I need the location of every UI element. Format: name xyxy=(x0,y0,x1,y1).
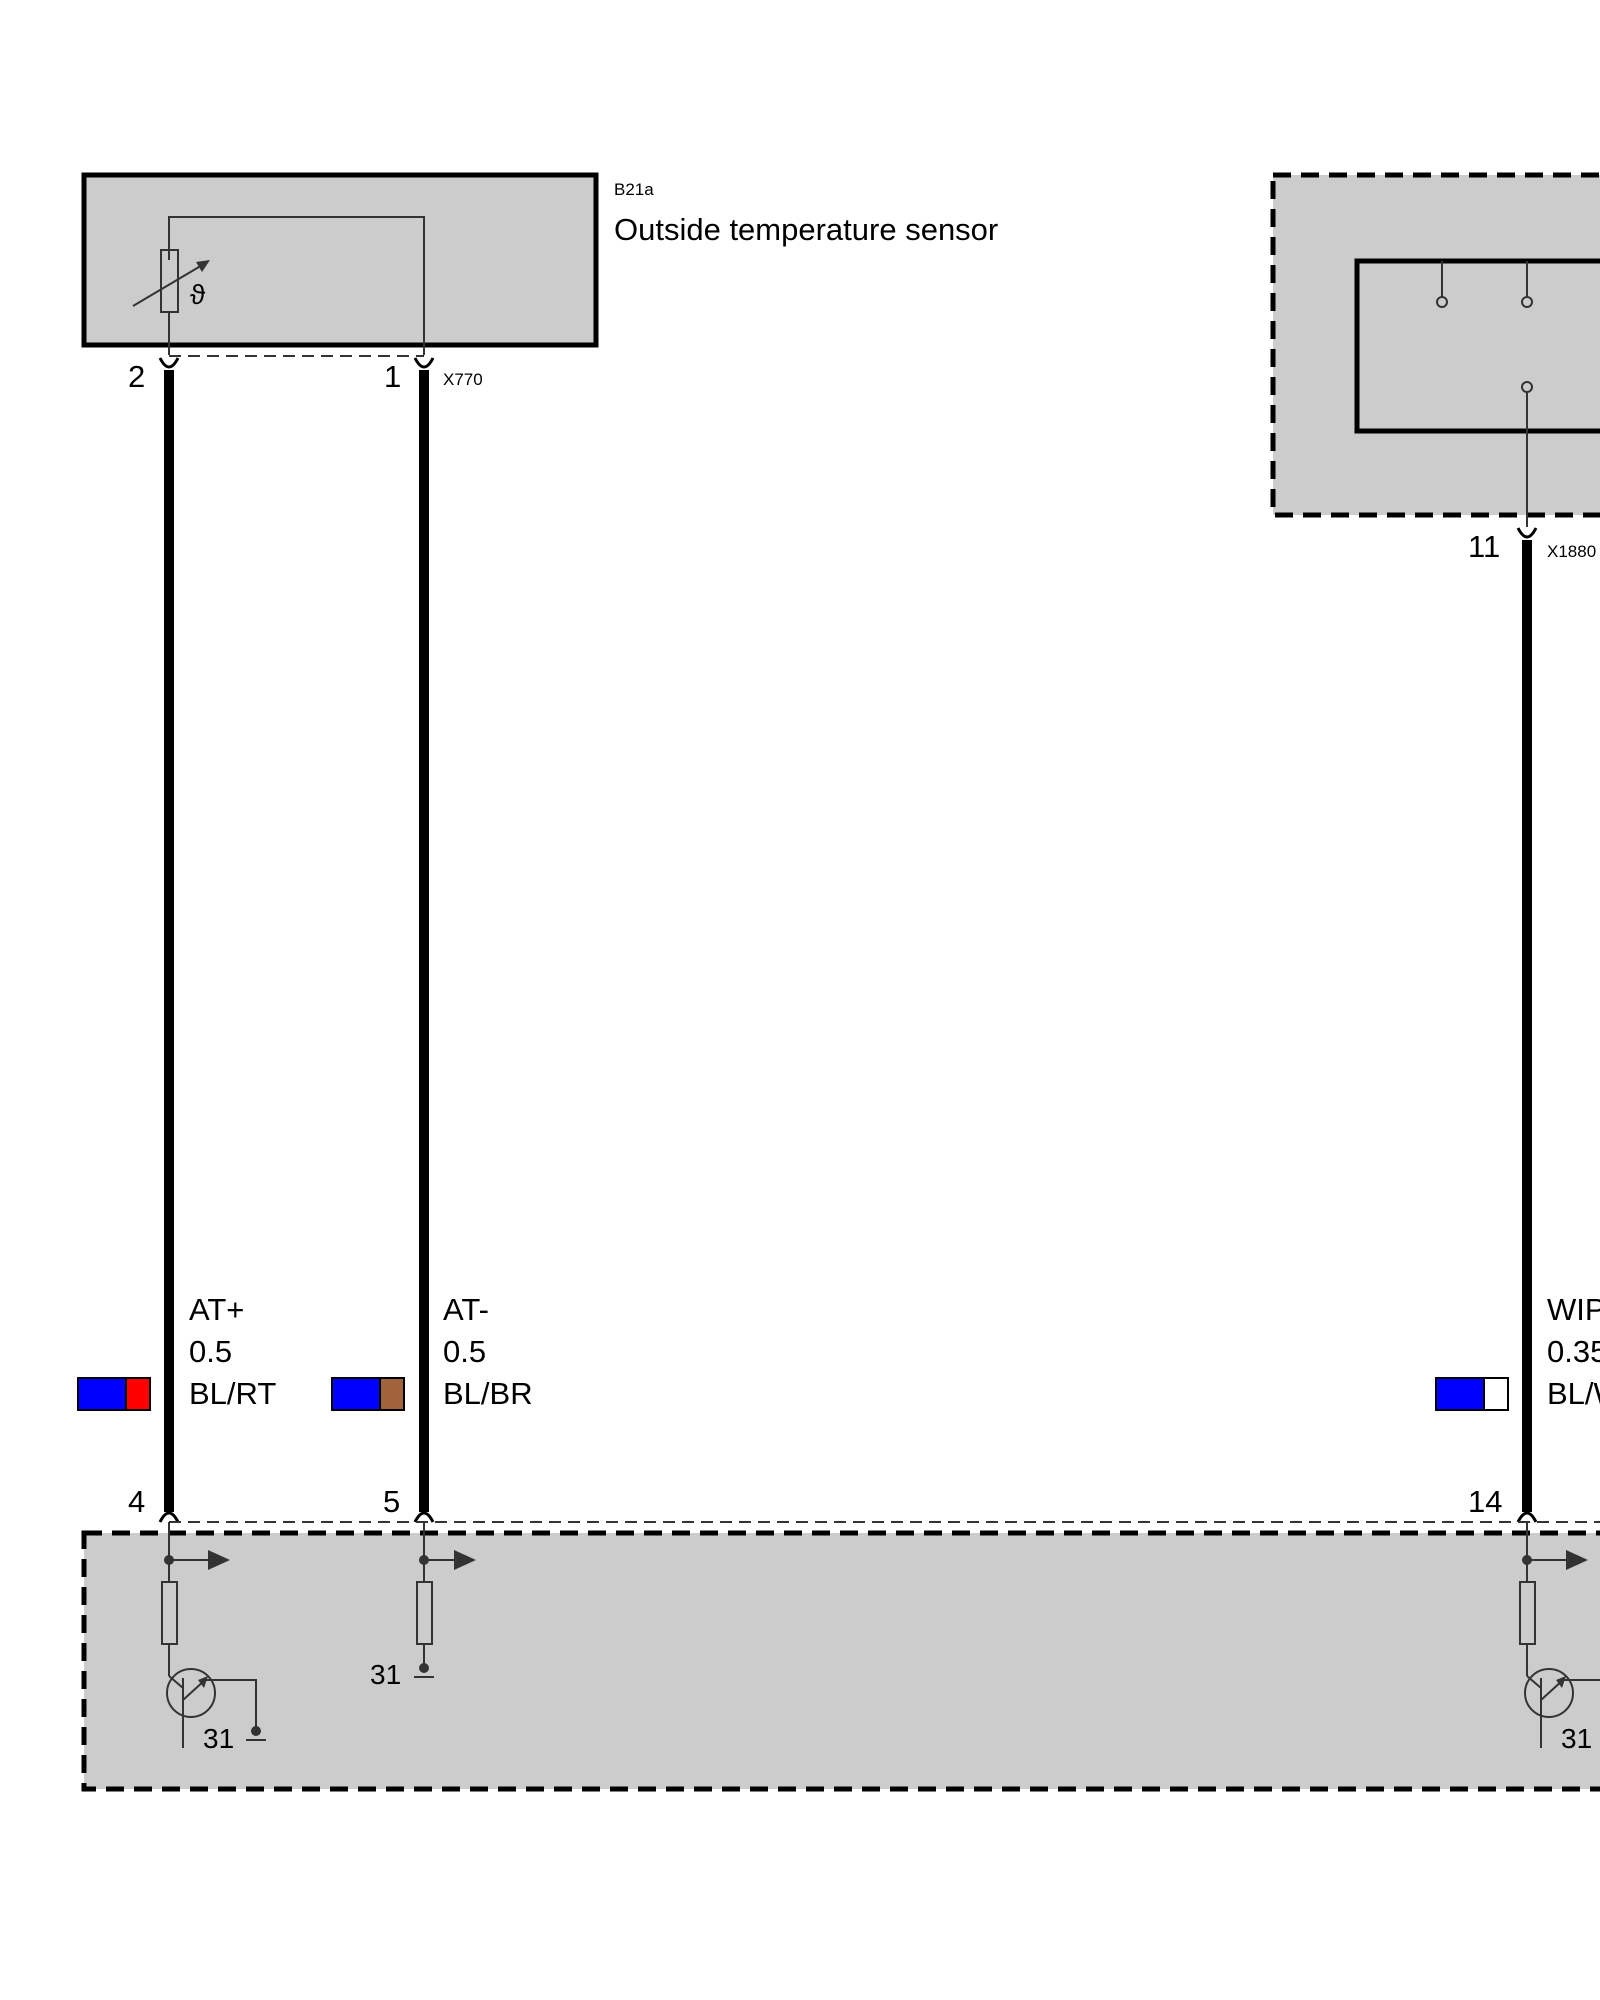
wire-at-minus-swatch-brown xyxy=(379,1377,405,1411)
terminal-hook-1 xyxy=(413,357,435,369)
input-circuit-wip xyxy=(1519,1522,1600,1748)
connector-x1880-label: X1880 xyxy=(1547,542,1596,561)
ground-label-1: 31 xyxy=(203,1723,234,1754)
wire-wip-swatch-blue xyxy=(1435,1377,1485,1411)
input-circuit-at-minus xyxy=(414,1522,476,1678)
wire-at-minus-signal: AT- xyxy=(443,1292,489,1327)
right-module-pin-11: 11 xyxy=(1468,529,1500,564)
sensor-pin-2: 2 xyxy=(128,359,145,394)
connector-x770-label: X770 xyxy=(443,370,483,389)
wire-wip-swatch-white xyxy=(1483,1377,1509,1411)
thermistor-arrowhead xyxy=(196,260,210,272)
bottom-pin-14: 14 xyxy=(1468,1484,1502,1519)
wire-at-plus-signal: AT+ xyxy=(189,1292,244,1327)
theta-symbol: ϑ xyxy=(190,279,206,310)
sensor-internal-wire xyxy=(168,216,425,355)
control-module-box xyxy=(81,1530,1600,1792)
terminal-hook-11 xyxy=(1516,527,1538,539)
sensor-pin-1: 1 xyxy=(384,359,401,394)
wire-wip-gauge: 0.35 xyxy=(1547,1334,1600,1369)
switch-terminal-b xyxy=(1521,296,1533,308)
wire-at-plus-swatch-red xyxy=(125,1377,151,1411)
wire-at-minus-color-code: BL/BR xyxy=(443,1376,533,1411)
terminal-hook-14 xyxy=(1516,1511,1538,1523)
wire-at-minus-swatch-blue xyxy=(331,1377,381,1411)
sensor-code: B21a xyxy=(614,180,654,199)
terminal-hook-4 xyxy=(158,1511,180,1523)
wire-at-plus-gauge: 0.5 xyxy=(189,1334,232,1369)
switch-terminal-a xyxy=(1436,296,1448,308)
input-circuit-at-plus xyxy=(161,1522,266,1748)
ground-label-3: 31 xyxy=(1561,1723,1592,1754)
sensor-name: Outside temperature sensor xyxy=(614,212,998,247)
thermistor-arrow xyxy=(132,263,205,307)
wire-wip-color-code: BL/WS xyxy=(1547,1376,1600,1411)
switch-terminal-c xyxy=(1521,381,1533,393)
wire-at-plus-swatch-blue xyxy=(77,1377,127,1411)
wire-at-plus-color-code: BL/RT xyxy=(189,1376,276,1411)
wire-at-minus-gauge: 0.5 xyxy=(443,1334,486,1369)
bottom-pin-5: 5 xyxy=(383,1484,400,1519)
ground-label-2: 31 xyxy=(370,1659,401,1690)
terminal-hook-2 xyxy=(158,357,180,369)
thermistor-symbol xyxy=(160,249,179,313)
terminal-hook-5 xyxy=(413,1511,435,1523)
bottom-pin-4: 4 xyxy=(128,1484,145,1519)
wire-wip-signal: WIP xyxy=(1547,1292,1600,1327)
right-module-inner-box xyxy=(1354,258,1600,434)
